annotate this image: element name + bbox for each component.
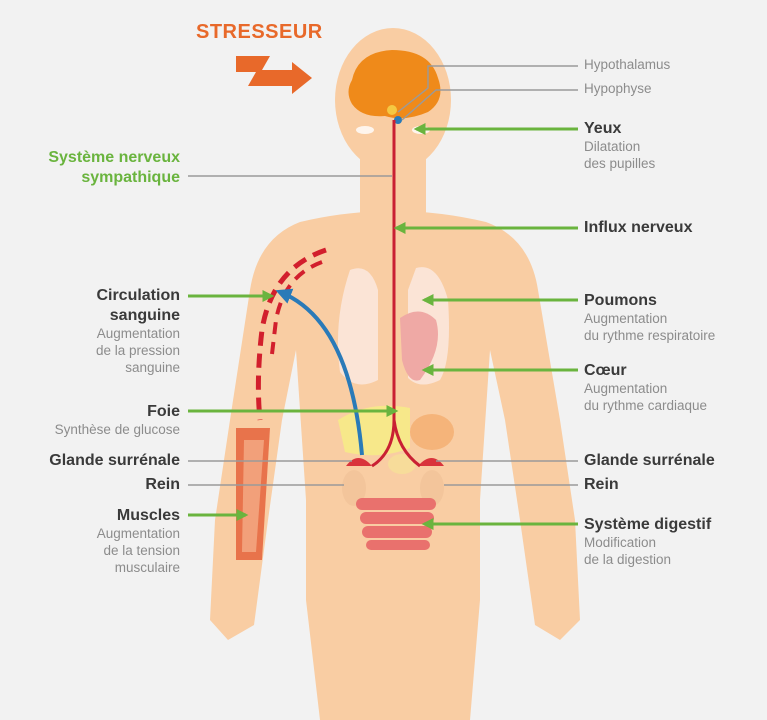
glande-left-label: Glande surrénale bbox=[0, 451, 180, 471]
sympathetic-label: Système nerveux sympathique bbox=[0, 148, 180, 188]
poumons-title: Poumons bbox=[584, 291, 715, 311]
coeur-label: Cœur Augmentation du rythme cardiaque bbox=[584, 361, 707, 415]
yeux-sub1: Dilatation bbox=[584, 139, 655, 156]
stressor-label: STRESSEUR bbox=[196, 20, 323, 45]
yeux-label: Yeux Dilatation des pupilles bbox=[584, 119, 655, 173]
digestif-title: Système digestif bbox=[584, 515, 711, 535]
stressor-arrow-icon bbox=[236, 56, 312, 94]
sympathetic-line2: sympathique bbox=[0, 168, 180, 188]
foie-label: Foie Synthèse de glucose bbox=[0, 402, 180, 439]
foie-sub: Synthèse de glucose bbox=[0, 422, 180, 439]
sympathetic-line1: Système nerveux bbox=[0, 148, 180, 168]
hypophyse-label: Hypophyse bbox=[584, 81, 652, 98]
muscles-title: Muscles bbox=[0, 506, 180, 526]
coeur-sub2: du rythme cardiaque bbox=[584, 398, 707, 415]
muscles-sub2: de la tension bbox=[0, 543, 180, 560]
poumons-sub2: du rythme respiratoire bbox=[584, 328, 715, 345]
yeux-sub2: des pupilles bbox=[584, 156, 655, 173]
eye-left bbox=[356, 126, 374, 134]
hypothalamus-dot bbox=[387, 105, 397, 115]
muscles-label: Muscles Augmentation de la tension muscu… bbox=[0, 506, 180, 577]
circulation-title1: Circulation bbox=[0, 286, 180, 306]
muscles-sub3: musculaire bbox=[0, 560, 180, 577]
poumons-label: Poumons Augmentation du rythme respirato… bbox=[584, 291, 715, 345]
circulation-sub1: Augmentation bbox=[0, 326, 180, 343]
circulation-title2: sanguine bbox=[0, 306, 180, 326]
glande-right-label: Glande surrénale bbox=[584, 451, 715, 471]
digestif-label: Système digestif Modification de la dige… bbox=[584, 515, 711, 569]
coeur-title: Cœur bbox=[584, 361, 707, 381]
circulation-sub2: de la pression bbox=[0, 343, 180, 360]
coeur-sub1: Augmentation bbox=[584, 381, 707, 398]
circulation-label: Circulation sanguine Augmentation de la … bbox=[0, 286, 180, 377]
stomach bbox=[410, 414, 454, 450]
foie-title: Foie bbox=[0, 402, 180, 422]
yeux-title: Yeux bbox=[584, 119, 655, 139]
digestif-sub2: de la digestion bbox=[584, 552, 711, 569]
poumons-sub1: Augmentation bbox=[584, 311, 715, 328]
rein-right-label: Rein bbox=[584, 475, 619, 495]
digestif-sub1: Modification bbox=[584, 535, 711, 552]
muscles-sub1: Augmentation bbox=[0, 526, 180, 543]
circulation-sub3: sanguine bbox=[0, 360, 180, 377]
rein-left-label: Rein bbox=[0, 475, 180, 495]
hypothalamus-label: Hypothalamus bbox=[584, 57, 670, 74]
influx-label: Influx nerveux bbox=[584, 218, 692, 238]
